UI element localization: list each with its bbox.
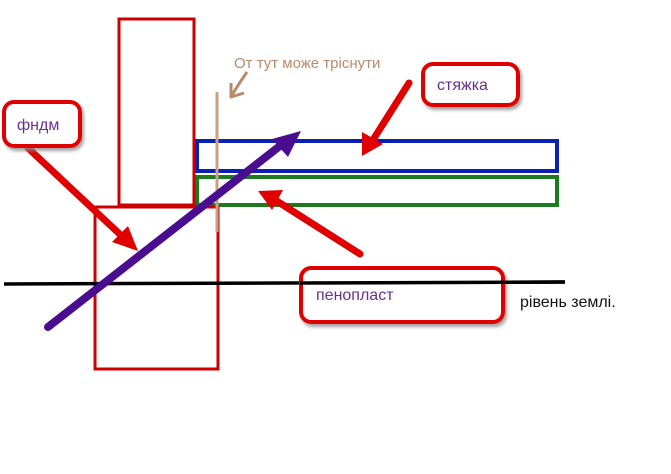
crack-note-label: От тут може тріснути xyxy=(234,55,380,72)
red-arrow-icon xyxy=(362,79,413,156)
purple-arrow-icon xyxy=(44,131,301,331)
wall-block xyxy=(117,17,196,207)
red-arrow-icon xyxy=(258,190,364,258)
ground-line-overlay xyxy=(299,280,566,285)
foam-label: пенопласт xyxy=(316,287,394,304)
foam-layer xyxy=(195,175,559,207)
red-arrow-icon xyxy=(24,144,138,251)
foundation-label: фндм xyxy=(17,117,59,134)
ground-level-label: рівень землі. xyxy=(520,294,616,311)
brown-arrow-icon xyxy=(229,71,249,99)
screed-callout xyxy=(421,62,520,107)
foundation-callout xyxy=(2,100,82,148)
screed-label: стяжка xyxy=(437,77,488,94)
